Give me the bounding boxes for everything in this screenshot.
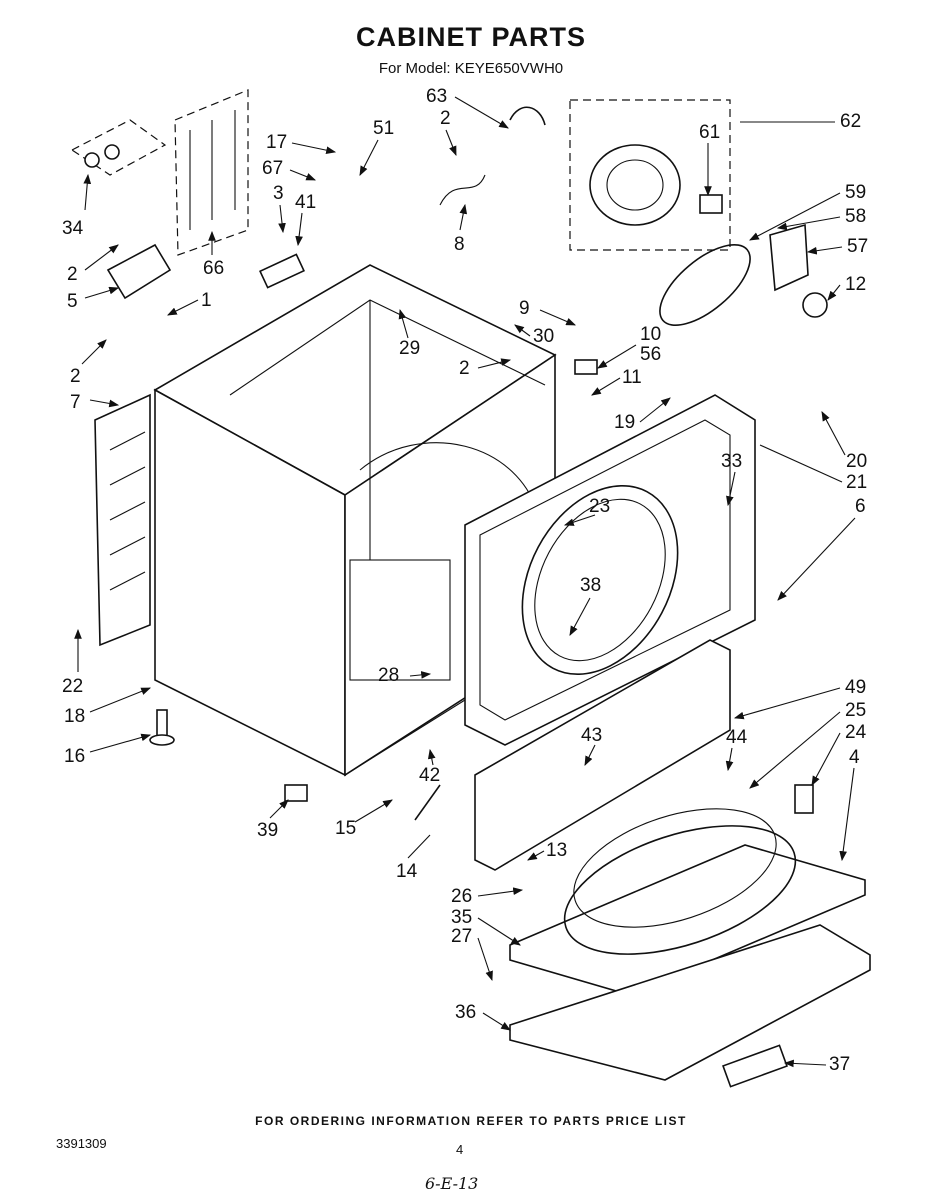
callout-18: 18: [64, 706, 85, 727]
callout-1: 1: [201, 290, 212, 311]
callout-12: 12: [845, 274, 866, 295]
callout-26: 26: [451, 886, 472, 907]
callout-11: 11: [622, 367, 642, 388]
callout-57: 57: [847, 236, 868, 257]
callout-34: 34: [62, 218, 84, 239]
callout-5: 5: [67, 291, 78, 312]
callout-43: 43: [581, 725, 602, 746]
callout-36: 36: [455, 1002, 476, 1023]
callout-33: 33: [721, 451, 742, 472]
callout-22: 22: [62, 676, 83, 697]
page-number: 4: [456, 1142, 464, 1157]
door-assembly: [509, 808, 871, 1088]
callout-23: 23: [589, 496, 610, 517]
model-subtitle: For Model: KEYE650VWH0: [378, 60, 564, 77]
callout-2: 2: [459, 358, 470, 379]
motor-assembly: [569, 99, 731, 251]
callout-20: 20: [846, 451, 867, 472]
callout-2: 2: [70, 366, 81, 387]
callout-30: 30: [533, 326, 554, 347]
toe-panel: [474, 639, 731, 871]
callout-21: 21: [846, 472, 867, 493]
handwritten-note: 6-E-13: [425, 1174, 479, 1193]
page-title: CABINET PARTS: [355, 22, 586, 52]
front-panel: [464, 394, 756, 746]
callout-4: 4: [849, 747, 860, 768]
callout-41: 41: [295, 192, 316, 213]
belt-and-idler: [659, 223, 828, 327]
callout-62: 62: [840, 111, 861, 132]
document-number: 3391309: [56, 1136, 107, 1151]
callout-66: 66: [203, 258, 224, 279]
callout-38: 38: [580, 575, 601, 596]
callout-37: 37: [829, 1054, 850, 1075]
callout-56: 56: [640, 344, 661, 365]
callout-2: 2: [67, 264, 78, 285]
callout-35: 35: [451, 907, 472, 928]
callout-15: 15: [335, 818, 356, 839]
callout-17: 17: [266, 132, 287, 153]
callout-7: 7: [70, 392, 81, 413]
callout-61: 61: [699, 122, 720, 143]
ordering-footer: FOR ORDERING INFORMATION REFER TO PARTS …: [255, 1114, 687, 1128]
callout-49: 49: [845, 677, 866, 698]
callout-9: 9: [519, 298, 530, 319]
callout-2: 2: [440, 108, 451, 129]
callout-16: 16: [64, 746, 85, 767]
callout-19: 19: [614, 412, 635, 433]
callout-67: 67: [262, 158, 283, 179]
callout-3: 3: [273, 183, 284, 204]
leader-lines: [74, 96, 856, 1068]
terminal-block: [70, 89, 249, 256]
small-parts: [106, 106, 814, 821]
callout-6: 6: [855, 496, 866, 517]
callout-25: 25: [845, 700, 866, 721]
rear-panel: [94, 393, 151, 647]
callout-13: 13: [546, 840, 567, 861]
callout-29: 29: [399, 338, 420, 359]
callout-44: 44: [726, 727, 748, 748]
callout-10: 10: [640, 324, 661, 345]
callout-51: 51: [373, 118, 394, 139]
callout-27: 27: [451, 926, 472, 947]
callout-8: 8: [454, 234, 465, 255]
callout-labels: 34 66 2 5 1 2 7 22 18 16 17 51 67 3 41 6…: [62, 86, 868, 1075]
callout-42: 42: [419, 765, 440, 786]
callout-63: 63: [426, 86, 447, 107]
callout-24: 24: [845, 722, 867, 743]
callout-58: 58: [845, 206, 866, 227]
callout-28: 28: [378, 665, 399, 686]
callout-14: 14: [396, 861, 418, 882]
callout-39: 39: [257, 820, 278, 841]
callout-59: 59: [845, 182, 866, 203]
